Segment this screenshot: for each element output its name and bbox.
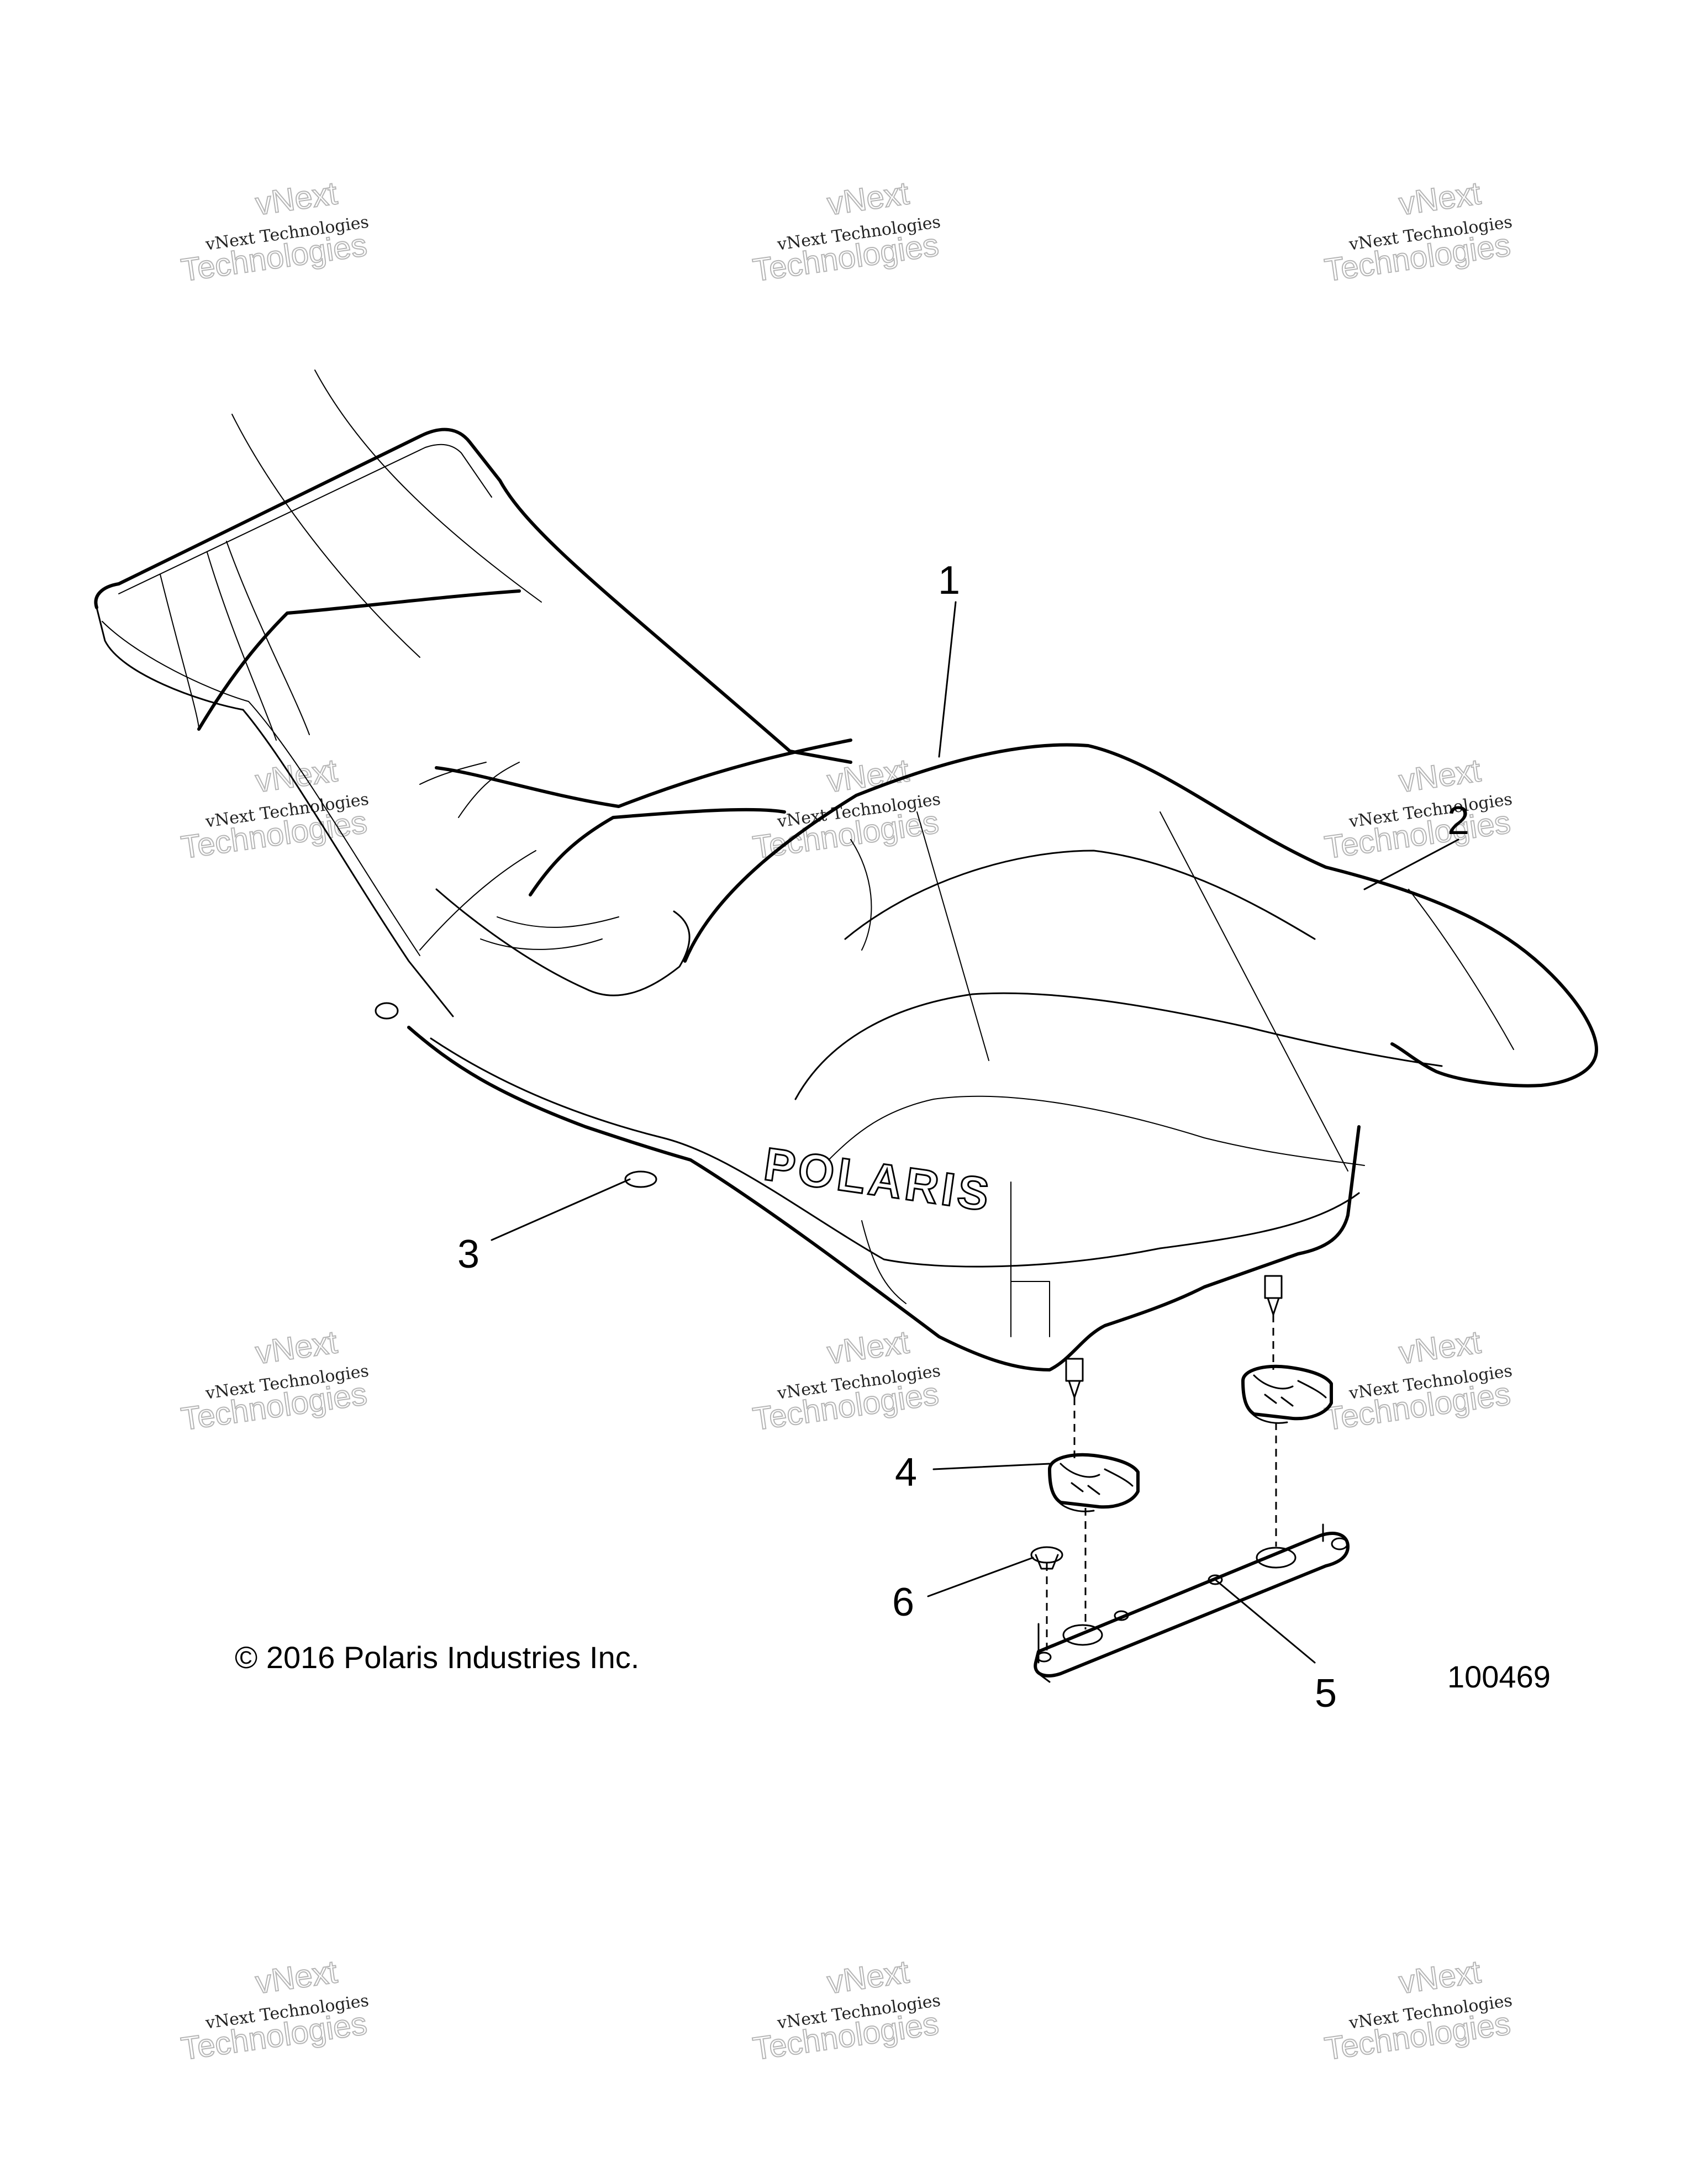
svg-text:vNext: vNext	[254, 752, 340, 799]
svg-text:6: 6	[892, 1580, 914, 1624]
svg-text:vNext: vNext	[1397, 1954, 1483, 2001]
polaris-logo-text: POLARIS	[761, 1138, 995, 1221]
seat-stripe-2	[207, 552, 277, 741]
latch-right	[1241, 1364, 1333, 1424]
alignment-line-left	[1073, 1397, 1087, 1629]
svg-text:1: 1	[938, 558, 960, 603]
watermark-r3c3: vNext Technologies vNext Technologies	[1322, 1323, 1514, 1438]
seat-base-foot	[624, 1170, 657, 1188]
mounting-pin-left	[1065, 1358, 1084, 1399]
svg-text:vNext: vNext	[1397, 752, 1483, 799]
seat-seam-1	[197, 589, 521, 731]
watermark-grid: vNext Technologies vNext Technologies vN…	[178, 175, 1514, 2067]
front-seat-top-edge	[118, 444, 492, 594]
seat-base-foot-2	[375, 1002, 399, 1020]
seat-base-outline	[407, 1026, 1361, 1371]
watermark-r1c1: vNext Technologies vNext Technologies	[178, 175, 370, 289]
svg-text:vNext: vNext	[254, 1324, 340, 1371]
seat-stripe-8	[419, 850, 536, 951]
svg-text:vNext: vNext	[254, 1954, 340, 2001]
screw	[1030, 1546, 1063, 1570]
alignment-line-right	[1272, 1315, 1277, 1547]
rear-seat-top-face	[844, 850, 1316, 940]
svg-text:3: 3	[457, 1232, 479, 1276]
polaris-logo: POLARIS	[760, 1137, 996, 1222]
watermark-r1c3: vNext Technologies vNext Technologies	[1322, 175, 1514, 289]
seat-bottom-shadow	[435, 888, 691, 996]
seat-base-tab	[1010, 1281, 1050, 1337]
svg-text:vNext: vNext	[825, 1324, 911, 1371]
seat-stripe-6	[458, 762, 520, 818]
front-seat-edge-2	[102, 621, 420, 956]
rear-seat-panel-line-3	[1408, 889, 1514, 1050]
callout-4[interactable]: 4	[895, 1450, 1051, 1495]
callout-6[interactable]: 6	[892, 1557, 1034, 1624]
svg-text:vNext: vNext	[1397, 1324, 1483, 1371]
seat-stripe-3	[226, 541, 310, 735]
watermark-r2c1: vNext Technologies vNext Technologies	[178, 752, 370, 866]
svg-text:5: 5	[1315, 1671, 1337, 1716]
seat-stripe-5	[231, 414, 420, 658]
svg-text:vNext: vNext	[825, 175, 911, 222]
watermark-r4c3: vNext Technologies vNext Technologies	[1322, 1953, 1514, 2067]
seat-seam-3	[529, 808, 786, 896]
latch-left	[1048, 1453, 1140, 1512]
seat-stripe-1	[160, 574, 199, 730]
svg-text:vNext: vNext	[825, 1954, 911, 2001]
svg-text:4: 4	[895, 1450, 917, 1495]
seat-bottom-detail	[480, 916, 619, 950]
mounting-bracket	[1034, 1523, 1350, 1683]
front-seat-inner-edge	[96, 606, 454, 1017]
watermark-r3c1: vNext Technologies vNext Technologies	[178, 1323, 370, 1438]
svg-text:vNext: vNext	[254, 175, 340, 222]
svg-text:2: 2	[1447, 799, 1469, 843]
watermark-r1c2: vNext Technologies vNext Technologies	[750, 175, 942, 289]
rear-seat-outline	[683, 743, 1598, 1088]
watermark-r4c2: vNext Technologies vNext Technologies	[750, 1953, 942, 2067]
callout-5[interactable]: 5	[1214, 1579, 1337, 1716]
seat-stripe-7	[419, 762, 487, 785]
callout-1[interactable]: 1	[938, 558, 960, 758]
seat-base-front-panel	[861, 1181, 1011, 1337]
watermark-r2c2: vNext Technologies vNext Technologies	[750, 752, 942, 866]
copyright-text: © 2016 Polaris Industries Inc.	[235, 1640, 639, 1675]
mounting-pin-right	[1264, 1275, 1283, 1316]
rear-seat-cushion-seam	[794, 992, 1443, 1100]
rear-seat-panel-line-2	[1160, 811, 1348, 1172]
rear-seat-panel-line-1	[916, 811, 989, 1061]
callout-3[interactable]: 3	[457, 1178, 631, 1276]
callout-2[interactable]: 2	[1363, 799, 1469, 890]
rear-seat-panel-line-4	[850, 839, 872, 951]
seat-stripe-4	[314, 370, 542, 603]
seat-seam-2	[435, 738, 852, 808]
watermark-r4c1: vNext Technologies vNext Technologies	[178, 1953, 370, 2067]
seat-assembly: POLARIS	[94, 370, 1598, 1399]
rear-seat-bolster	[828, 1095, 1365, 1166]
watermark-r2c3: vNext Technologies vNext Technologies	[1322, 752, 1514, 866]
seat-base-rim	[430, 1037, 1360, 1268]
front-seat-outline	[94, 428, 852, 764]
svg-text:vNext: vNext	[1397, 175, 1483, 222]
watermark-r3c2: vNext Technologies vNext Technologies	[750, 1323, 942, 1438]
drawing-number: 100469	[1447, 1659, 1551, 1694]
